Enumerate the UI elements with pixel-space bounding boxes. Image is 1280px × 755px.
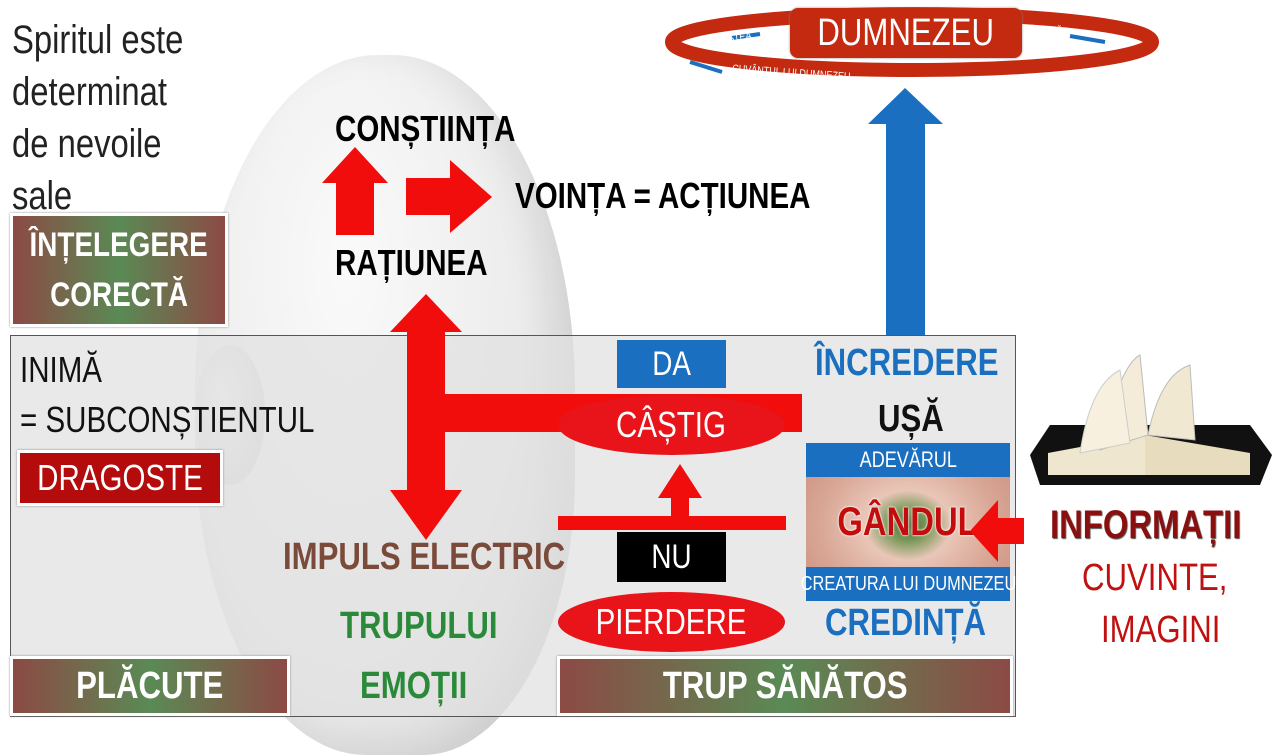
heart-label: INIMĂ = SUBCONȘTIENTUL xyxy=(20,349,315,440)
truth-banner: ADEVĂRUL xyxy=(806,443,1010,477)
pleasant-box: PLĂCUTE xyxy=(10,656,290,716)
arrow-left-icon xyxy=(1069,34,1106,44)
intro-line: determinat xyxy=(12,70,167,114)
gain-ellipse: CÂȘTIG xyxy=(558,395,785,455)
intro-line: de nevoile xyxy=(12,122,162,166)
arrow-up-icon xyxy=(868,88,943,336)
intro-line: Spiritul este xyxy=(12,18,184,62)
creature-banner: CREATURA LUI DUMNEZEU xyxy=(800,567,1016,601)
understanding-line: ÎNȚELEGERE xyxy=(29,226,209,264)
emotions-label: EMOȚII xyxy=(360,665,468,707)
arrow-right-icon xyxy=(689,60,723,74)
impulse-label: IMPULS ELECTRIC xyxy=(283,536,566,578)
faith-label: CREDINȚĂ xyxy=(825,602,986,644)
loss-ellipse: PIERDERE xyxy=(558,592,785,652)
trust-label: ÎNCREDERE xyxy=(815,342,999,384)
understanding-line: CORECTĂ xyxy=(50,276,188,314)
info-title: INFORMAȚII xyxy=(1050,503,1242,547)
arrow-down-icon xyxy=(390,490,462,540)
understanding-box: ÎNȚELEGERE CORECTĂ xyxy=(10,213,228,327)
intro-text: Spiritul este determinat de nevoile sale xyxy=(12,14,221,222)
love-box: DRAGOSTE xyxy=(17,450,223,506)
yes-box: DA xyxy=(617,340,726,388)
door-label: UȘĂ xyxy=(878,398,944,440)
arrow-left-icon xyxy=(970,500,1024,562)
decision-arrow xyxy=(558,464,786,530)
reason-arrows xyxy=(322,147,492,235)
reason-label: RAȚIUNEA xyxy=(335,242,488,283)
eye-image: ADEVĂRUL GÂNDUL CREATURA LUI DUMNEZEU xyxy=(800,443,1016,601)
god-box: DUMNEZEU xyxy=(790,8,1022,58)
arrow-right-icon xyxy=(406,160,492,233)
arrow-up-icon xyxy=(322,147,388,235)
info-subtitle: CUVINTE, IMAGINI xyxy=(1082,557,1228,651)
arrow-left-icon xyxy=(731,32,761,40)
healthy-body-box: TRUP SĂNĂTOS xyxy=(557,656,1013,716)
will-label: VOINȚA = ACȚIUNEA xyxy=(515,175,811,216)
conscience-label: CONȘTIINȚA xyxy=(335,108,516,149)
thought-label: GÂNDUL xyxy=(837,499,979,544)
arrow-up-icon xyxy=(390,294,462,402)
body-of-label: TRUPULUI xyxy=(340,605,498,647)
bible-book-icon xyxy=(1030,354,1272,485)
arrow-up-icon xyxy=(658,464,702,520)
intro-line: sale xyxy=(12,174,73,218)
no-box: NU xyxy=(617,532,726,582)
